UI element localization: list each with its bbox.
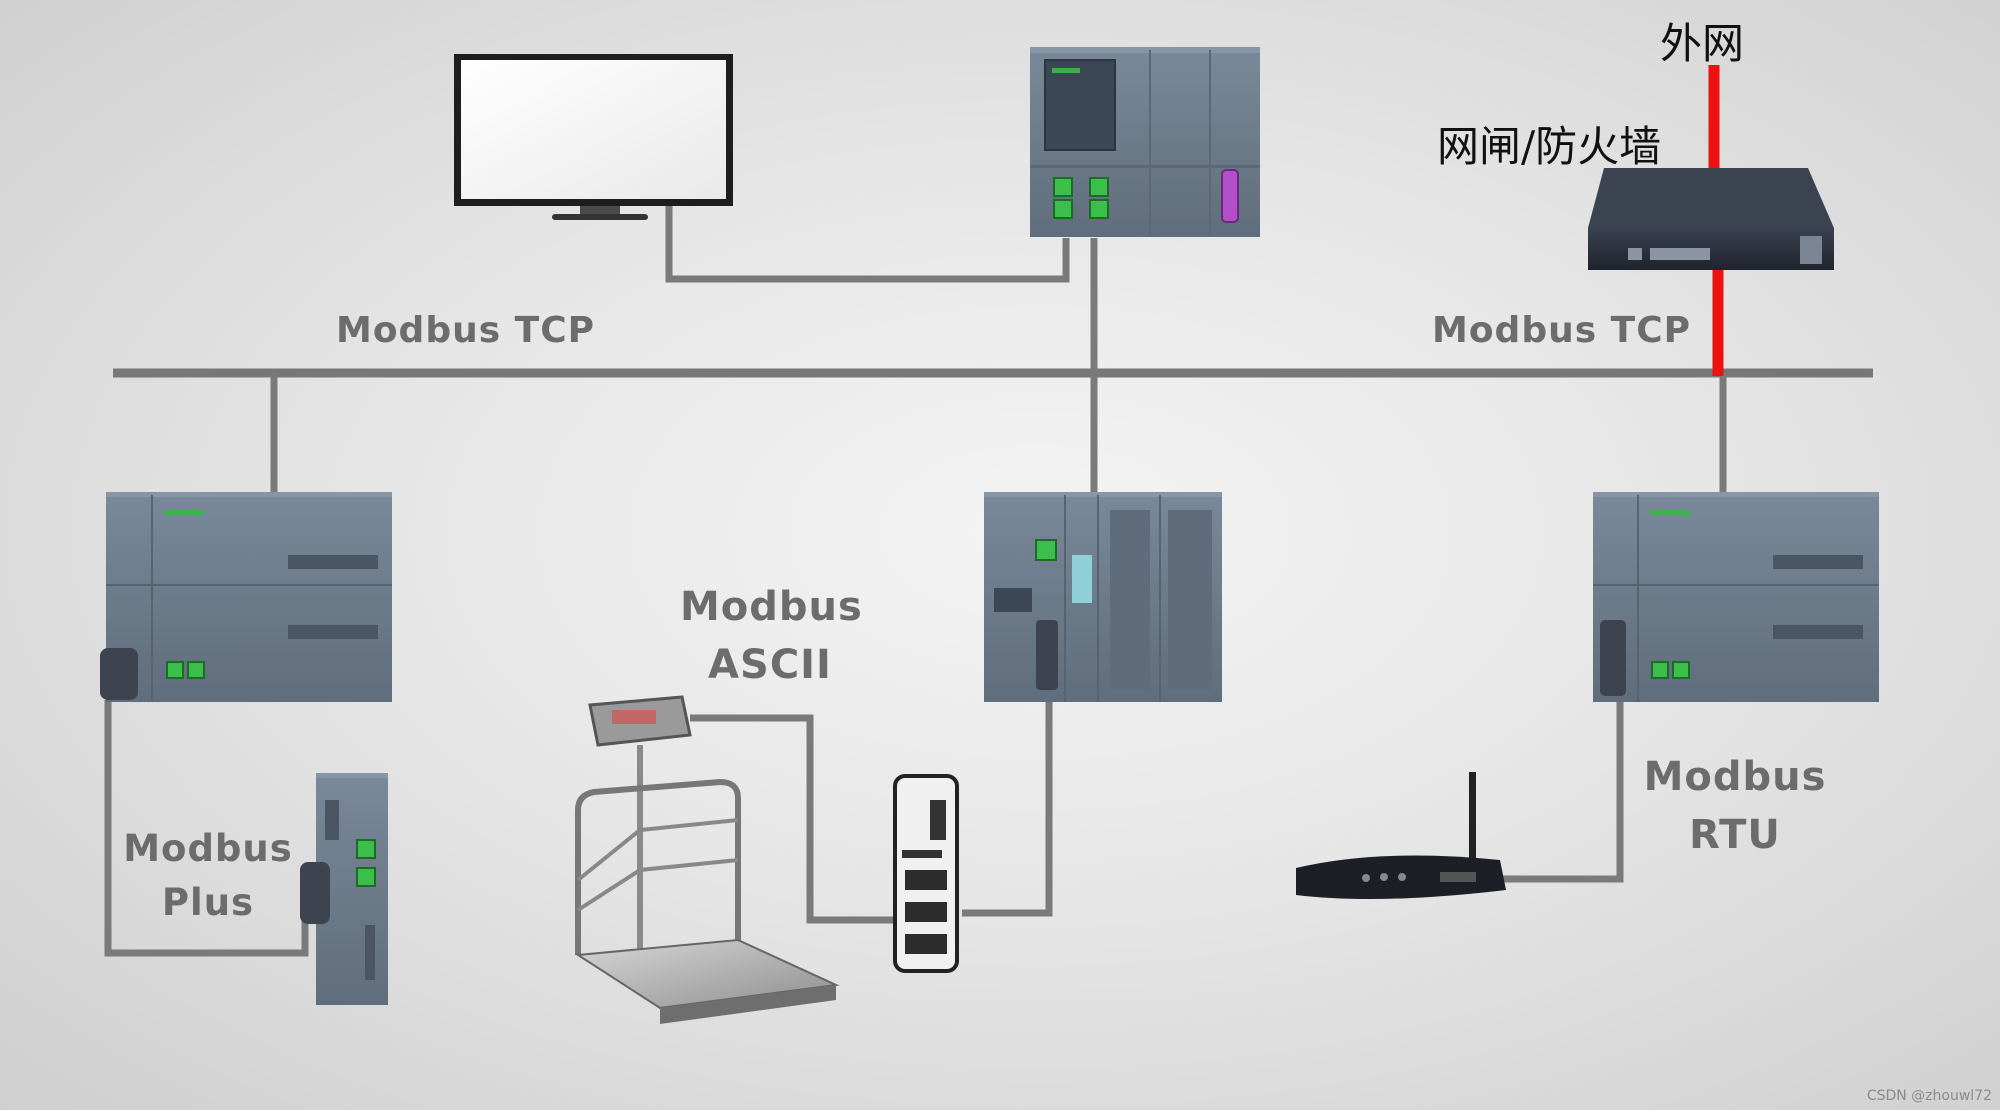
cpu-controller — [1030, 47, 1260, 237]
center-plc-rack — [984, 492, 1222, 702]
modbus-ascii-wire — [690, 714, 895, 924]
protocol-gateway — [893, 774, 959, 973]
modbus-rtu-label: Modbus RTU — [1640, 748, 1830, 864]
hmi-monitor — [454, 54, 733, 220]
gateway-to-center-plc-wire — [962, 700, 1053, 917]
weighing-scale — [575, 695, 840, 1024]
modbus-ascii-line1: Modbus — [680, 584, 863, 630]
monitor-to-cpu-wire — [665, 206, 1070, 283]
connection-wires — [104, 206, 1873, 957]
left-plc — [100, 492, 392, 702]
csdn-watermark: CSDN @zhouwl72 — [1866, 1088, 1992, 1104]
modbus-plus-module — [300, 773, 388, 1005]
modbus-tcp-right-label: Modbus TCP — [1432, 310, 1692, 351]
wireless-modem — [1296, 772, 1506, 899]
modbus-plus-wire — [104, 700, 309, 957]
modbus-ascii-line2: ASCII — [708, 642, 832, 688]
modbus-plus-label: Modbus Plus — [118, 822, 298, 930]
external-network-label: 外网 — [1660, 19, 1745, 68]
modbus-tcp-left-label: Modbus TCP — [336, 310, 596, 351]
firewall-label: 网闸/防火墙 — [1437, 122, 1662, 171]
modbus-plus-line1: Modbus — [123, 827, 293, 870]
modbus-rtu-line2: RTU — [1689, 812, 1781, 858]
modbus-plus-line2: Plus — [161, 881, 255, 924]
modbus-ascii-label: Modbus ASCII — [680, 578, 863, 694]
firewall-appliance — [1588, 168, 1834, 270]
right-plc — [1593, 492, 1879, 702]
modbus-rtu-wire — [1502, 700, 1624, 883]
firewall-links — [1708, 65, 1724, 376]
modbus-rtu-line1: Modbus — [1643, 754, 1827, 800]
